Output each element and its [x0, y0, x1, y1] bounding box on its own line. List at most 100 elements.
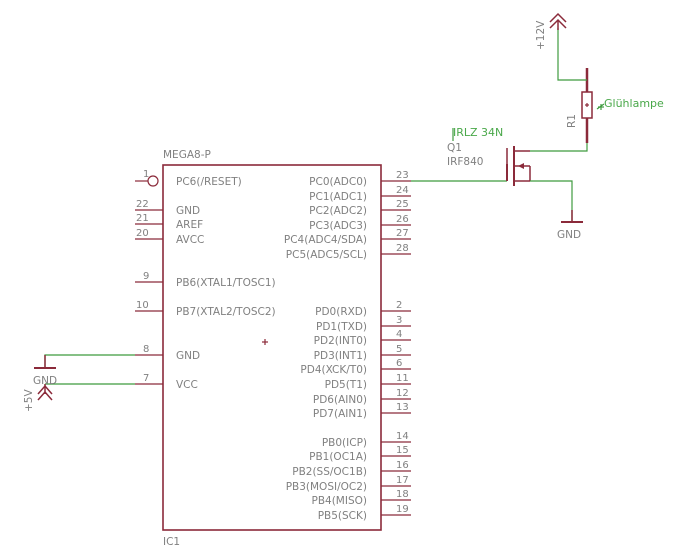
pin-number: 13: [396, 402, 409, 413]
pin-label: PD3(INT1): [314, 350, 367, 362]
ic-origin-cross: [262, 339, 268, 345]
ic-pin-right: 11 PD5(T1): [325, 373, 411, 391]
pin-number: 11: [396, 373, 409, 384]
pin-number: 15: [396, 445, 409, 456]
wire-drain-resistor: [530, 143, 588, 152]
pin-number: 2: [396, 300, 402, 311]
pin-number: 1: [143, 169, 149, 180]
ic-pin-right: 13 PD7(AIN1): [313, 402, 411, 420]
ic-name: IC1: [163, 536, 180, 548]
ic-pin-left: 10 PB7(XTAL2/TOSC2): [135, 300, 276, 318]
pin-label: AREF: [176, 219, 203, 231]
resistor-name: R1: [566, 114, 578, 128]
supply-5v-label: +5V: [23, 389, 35, 412]
ic-value: MEGA8-P: [163, 149, 211, 161]
pin-label: PB6(XTAL1/TOSC1): [176, 277, 276, 289]
pin-label: VCC: [176, 379, 198, 391]
pin-number: 19: [396, 504, 409, 515]
pin-number: 12: [396, 388, 409, 399]
pin-number: 5: [396, 344, 402, 355]
mosfet-value: IRF840: [447, 156, 483, 168]
pin-label: PC6(/RESET): [176, 176, 242, 188]
pin-label: PB4(MISO): [312, 495, 368, 507]
pin-number: 3: [396, 315, 402, 326]
pin-number: 9: [143, 271, 149, 282]
wire-12v-resistor: [557, 28, 587, 81]
ic-pin-right: 19 PB5(SCK): [318, 504, 411, 522]
supply-12v-label: +12V: [535, 20, 547, 50]
ic-pin-right: 27 PC4(ADC4/SDA): [284, 228, 411, 246]
pin-label: PC1(ADC1): [309, 191, 367, 203]
pin-number: 24: [396, 185, 409, 196]
pin-number: 22: [136, 199, 149, 210]
ic-pin-right: 6 PD4(XCK/T0): [300, 358, 411, 376]
pin-label: PD1(TXD): [316, 321, 367, 333]
pin-label: PD5(T1): [325, 379, 367, 391]
pin-label: PD6(AIN0): [313, 394, 367, 406]
pin-label: PC0(ADC0): [309, 176, 367, 188]
resistor-label: Glühlampe: [604, 97, 664, 110]
ic-pin-right: 23 PC0(ADC0): [309, 170, 411, 188]
pin-label: PC5(ADC5/SCL): [286, 249, 367, 261]
pin-number: 27: [396, 228, 409, 239]
pin-number: 20: [136, 228, 149, 239]
pin-label: GND: [176, 350, 200, 362]
mosfet-name: Q1: [447, 142, 462, 154]
pin-label: PD0(RXD): [315, 306, 367, 318]
ic-pin-right: 28 PC5(ADC5/SCL): [286, 243, 411, 261]
ic-pin-left: 21 AREF: [135, 213, 203, 231]
ic-pin-right: 24 PC1(ADC1): [309, 185, 411, 203]
pin-number: 7: [143, 373, 149, 384]
ic-pin-left: 8 GND: [135, 344, 200, 362]
ic-pin-right: 12 PD6(AIN0): [313, 388, 411, 406]
pin-number: 14: [396, 431, 409, 442]
pin-label: AVCC: [176, 234, 204, 246]
pin-label: PB7(XTAL2/TOSC2): [176, 306, 276, 318]
ic-pin-right: 17 PB3(MOSI/OC2): [286, 475, 411, 493]
wire-gnd-pin8: [44, 354, 135, 368]
pin-number: 6: [396, 358, 402, 369]
pin-label: PC4(ADC4/SDA): [284, 234, 367, 246]
pin-number: 10: [136, 300, 149, 311]
wire-source-gnd: [530, 180, 573, 222]
pin-number: 16: [396, 460, 409, 471]
resistor-r1: [581, 68, 593, 143]
ic-pin-right: 25 PC2(ADC2): [309, 199, 411, 217]
pin-label: PC3(ADC3): [309, 220, 367, 232]
ic-pin-right: 18 PB4(MISO): [312, 489, 411, 507]
pin-label: PD7(AIN1): [313, 408, 367, 420]
pin-number: 25: [396, 199, 409, 210]
gnd-symbol-right: [561, 210, 583, 223]
supply-arrow-icon: [37, 384, 53, 401]
pin-number: 23: [396, 170, 409, 181]
ic-pin-left: 22 GND: [135, 199, 200, 217]
ic-pin-right: 26 PC3(ADC3): [309, 214, 411, 232]
ic-pin-left: 1 PC6(/RESET): [135, 169, 242, 188]
pin-label: PD4(XCK/T0): [300, 364, 367, 376]
ic-pin-right: 15 PB1(OC1A): [309, 445, 411, 463]
ic-body: [162, 164, 382, 531]
ic-pin-left: 9 PB6(XTAL1/TOSC1): [135, 271, 276, 289]
ic-pin-left: 7 VCC: [135, 373, 198, 391]
supply-arrow-icon: [549, 12, 567, 30]
gnd-label-right: GND: [557, 229, 581, 241]
ic-pin-right: 5 PD3(INT1): [314, 344, 411, 362]
pin-number: 4: [396, 329, 402, 340]
gnd-symbol-left: [34, 355, 56, 369]
mosfet-q1: [506, 146, 531, 186]
ic-pin-right: 16 PB2(SS/OC1B): [292, 460, 411, 478]
pin-label: GND: [176, 205, 200, 217]
ic-pin-right: 2 PD0(RXD): [315, 300, 411, 318]
pin-number: 18: [396, 489, 409, 500]
pin-number: 21: [136, 213, 149, 224]
pin-label: PB2(SS/OC1B): [292, 466, 367, 478]
resistor-label-cross: [598, 104, 604, 110]
pin-label: PB1(OC1A): [309, 451, 367, 463]
pin-number: 26: [396, 214, 409, 225]
ic-pin-right: 3 PD1(TXD): [316, 315, 411, 333]
gnd-label-left: GND: [33, 375, 57, 387]
pin-label: PB5(SCK): [318, 510, 367, 522]
pin-number: 28: [396, 243, 409, 254]
pin-label: PB0(ICP): [322, 437, 367, 449]
